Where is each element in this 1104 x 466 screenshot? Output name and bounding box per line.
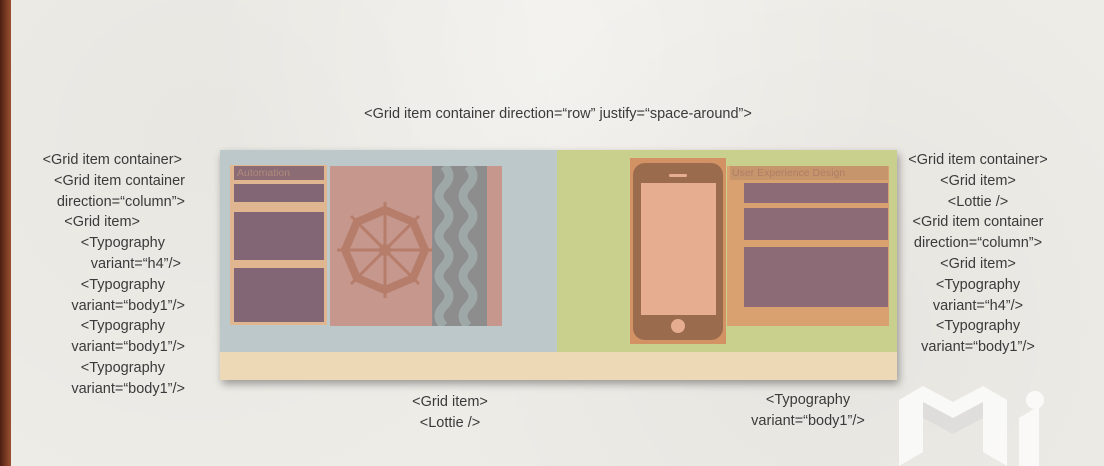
annotation-line: <Typography (935, 276, 1021, 293)
right-heading-block: User Experience Design (730, 166, 888, 180)
bottom-band (220, 352, 897, 380)
annotation-line: variant=“body1”/> (71, 297, 185, 314)
phone-screen (641, 183, 716, 315)
annotation-line: <Lottie /> (419, 414, 481, 431)
film-strip-graphic (432, 166, 487, 326)
text-block (234, 268, 324, 322)
left-heading-block: Automation (234, 166, 324, 180)
phone-home-button (671, 319, 685, 333)
annotation-line: <Typography (80, 276, 165, 293)
annotation-line: direction=“column”> (913, 235, 1043, 252)
left-edge-strip (0, 0, 11, 466)
layout-mockup: Automation User Experience Design (220, 150, 897, 380)
annotation-line: <Grid item> (412, 394, 488, 410)
annotation-line: <Typography (935, 318, 1021, 335)
annotation-line: direction=“column”> (56, 193, 185, 210)
annotation-line: <Typography (80, 359, 165, 376)
annotation-line: variant=“body1”/> (71, 339, 185, 356)
text-block (744, 247, 888, 307)
phone-speaker (669, 174, 687, 177)
annotation-line: <Grid item container (912, 214, 1044, 231)
annotation-right: <Grid item container> <Grid item> <Lotti… (898, 150, 1058, 358)
annotation-top: <Grid item container direction=“row” jus… (0, 104, 1104, 125)
right-heading: User Experience Design (732, 167, 846, 179)
annotation-line: <Lottie /> (947, 193, 1009, 210)
annotation-line: <Grid item container (54, 172, 185, 189)
annotation-bottom-typography: <Typography variant=“body1”/> (738, 390, 878, 432)
annotation-line: <Grid item> (64, 214, 140, 231)
annotation-bottom-lottie: <Grid item> <Lottie /> (390, 392, 510, 434)
text-block (744, 183, 888, 203)
material-ui-logo-watermark (899, 386, 1044, 466)
annotation-line: <Grid item container> (42, 152, 182, 168)
annotation-line: variant=“body1”/> (751, 412, 865, 429)
annotation-line: variant=“h4”/> (932, 297, 1024, 314)
text-block (234, 184, 324, 202)
left-heading: Automation (237, 167, 291, 179)
annotation-left: <Grid item container> <Grid item contain… (43, 150, 185, 400)
annotation-line: <Grid item container> (908, 152, 1048, 168)
annotation-line: variant=“body1”/> (921, 339, 1035, 356)
text-block (744, 208, 888, 240)
annotation-line: variant=“h4”/> (90, 255, 181, 272)
text-block (234, 212, 324, 260)
annotation-line: variant=“body1”/> (71, 380, 185, 397)
annotation-line: <Grid item container direction=“row” jus… (364, 106, 752, 122)
annotation-line: <Grid item> (940, 255, 1016, 272)
annotation-line: <Typography (80, 235, 165, 252)
annotation-line: <Grid item> (940, 172, 1016, 189)
annotation-line: <Typography (765, 392, 851, 408)
annotation-line: <Typography (80, 318, 165, 335)
ship-wheel-icon (337, 202, 433, 298)
